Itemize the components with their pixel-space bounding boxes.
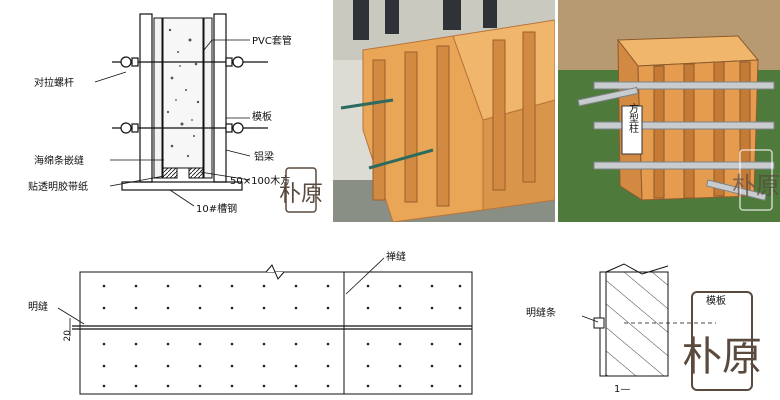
- photo-watermark-seal: 朴原: [732, 149, 780, 211]
- groove-joint-leader: [345, 257, 385, 295]
- joint-strip-leader: [581, 315, 599, 323]
- label-sponge-strip: 海绵条嵌缝: [34, 154, 84, 167]
- leader-lines: [94, 39, 251, 207]
- left-aluminum-beam: [139, 13, 153, 183]
- channel-steel: [121, 181, 243, 191]
- label-aluminum-beam: 铝梁: [254, 150, 274, 163]
- label-channel-steel: 10#槽钢: [196, 202, 237, 215]
- detail-watermark-seal: 朴原: [682, 291, 762, 391]
- square-column-photo-svg: 方型柱 朴原: [558, 0, 780, 222]
- panel-joint-layout-drawing: 20 禅缝 明缝: [0, 232, 500, 400]
- watermark-seal: 朴原: [279, 167, 323, 213]
- joint-strip-section-drawing: 明缝条 模板 1— 朴原: [520, 232, 780, 400]
- column-sign-text: 方型柱: [627, 102, 639, 134]
- wooden-formwork-photo: [333, 0, 555, 222]
- concrete-core: [162, 17, 204, 169]
- background-people: [353, 0, 497, 40]
- open-joint-leader: [57, 307, 85, 325]
- right-aluminum-beam: [213, 13, 227, 183]
- svg-text:朴原: 朴原: [732, 172, 780, 200]
- svg-text:朴原: 朴原: [682, 334, 762, 380]
- wooden-formwork-photo-svg: [333, 0, 555, 222]
- tie-hole-grid: [102, 284, 462, 388]
- label-pvc-sleeve: PVC套管: [252, 34, 292, 47]
- label-timber: 50×100木方: [230, 174, 290, 187]
- left-formwork-board: [153, 17, 163, 179]
- label-tie-bolt: 对拉螺杆: [34, 76, 74, 89]
- column-sign: [621, 105, 643, 155]
- svg-text:朴原: 朴原: [279, 182, 323, 207]
- formwork-panel-outline: [79, 271, 473, 395]
- joint-strip-svg: 明缝条 模板 1— 朴原: [526, 263, 762, 395]
- wall-section: [605, 271, 669, 377]
- tie-rods: [340, 98, 434, 170]
- aluminum-clamps: [577, 81, 775, 201]
- square-column-formwork-photo: 方型柱 朴原: [558, 0, 780, 222]
- bolt-nuts: [120, 56, 244, 134]
- right-formwork-board: [203, 17, 213, 179]
- label-open-joint: 明缝: [28, 300, 48, 313]
- label-formwork-detail: 模板: [706, 294, 726, 307]
- timber-ribs: [372, 31, 536, 207]
- timber-block-left: [162, 167, 178, 179]
- dimension-value: 20: [63, 330, 73, 342]
- label-tape: 贴透明胶带纸: [28, 180, 88, 193]
- section-break-top: [605, 263, 669, 275]
- label-section-mark: 1—: [614, 384, 630, 395]
- break-mark: [265, 264, 285, 280]
- column-formwork-section-drawing: PVC套管 对拉螺杆 模板 海绵条嵌缝 铝梁 50×100木方 贴透明胶带纸 1…: [0, 0, 330, 222]
- panel-layout-svg: 20 禅缝 明缝: [28, 250, 473, 395]
- label-groove-joint: 禅缝: [386, 250, 406, 263]
- joint-strip-shape: [593, 317, 605, 329]
- label-formwork: 模板: [252, 110, 272, 123]
- label-joint-strip: 明缝条: [526, 306, 556, 319]
- column-section-svg: PVC套管 对拉螺杆 模板 海绵条嵌缝 铝梁 50×100木方 贴透明胶带纸 1…: [28, 13, 323, 215]
- concrete-aggregate: [166, 28, 200, 158]
- timber-block-right: [188, 167, 204, 179]
